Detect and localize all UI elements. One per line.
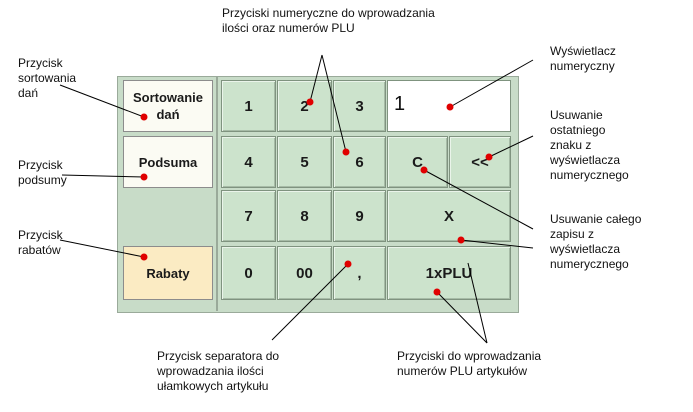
annotation-separator: Przycisk separatora do wprowadzania iloś… (157, 349, 280, 393)
clear-key[interactable]: C (387, 136, 448, 188)
key-3[interactable]: 3 (333, 80, 386, 132)
clear-all-key[interactable]: X (387, 190, 511, 242)
marker-plu (433, 288, 441, 296)
marker-display (446, 103, 454, 111)
annotation-display: Wyświetlacz numeryczny (550, 44, 616, 73)
key-7[interactable]: 7 (221, 190, 276, 242)
keypad-divider (216, 76, 218, 311)
key-8[interactable]: 8 (277, 190, 332, 242)
marker-key-6 (342, 148, 350, 156)
key-5[interactable]: 5 (277, 136, 332, 188)
separator-key[interactable]: , (333, 246, 386, 300)
annotation-sort: Przycisk sortowania dań (18, 56, 77, 100)
key-00[interactable]: 00 (277, 246, 332, 300)
subtotal-button[interactable]: Podsuma (123, 136, 213, 188)
marker-backspace (485, 153, 493, 161)
key-4[interactable]: 4 (221, 136, 276, 188)
backspace-key[interactable]: << (449, 136, 511, 188)
annotation-subtotal: Przycisk podsumy (18, 158, 67, 187)
marker-key-2 (306, 98, 314, 106)
key-2[interactable]: 2 (277, 80, 332, 132)
annotation-discount: Przycisk rabatów (18, 228, 63, 257)
annotation-clear-all: Usuwanie całego zapisu z wyświetlacza nu… (550, 212, 642, 271)
annotation-numeric-keys: Przyciski numeryczne do wprowadzania ilo… (222, 6, 435, 35)
marker-subtotal (140, 173, 148, 181)
marker-separator (344, 260, 352, 268)
key-9[interactable]: 9 (333, 190, 386, 242)
annotation-backspace: Usuwanie ostatniego znaku z wyświetlacza… (550, 108, 629, 182)
sort-dishes-button[interactable]: Sortowanie dań (123, 80, 213, 132)
key-0[interactable]: 0 (221, 246, 276, 300)
plu-key[interactable]: 1xPLU (387, 246, 511, 300)
annotation-plu: Przyciski do wprowadzania numerów PLU ar… (397, 349, 542, 378)
marker-discount (140, 253, 148, 261)
key-6[interactable]: 6 (333, 136, 386, 188)
key-1[interactable]: 1 (221, 80, 276, 132)
marker-clear-all (457, 236, 465, 244)
discount-button[interactable]: Rabaty (123, 246, 213, 300)
marker-sort (140, 113, 148, 121)
marker-clear (420, 166, 428, 174)
